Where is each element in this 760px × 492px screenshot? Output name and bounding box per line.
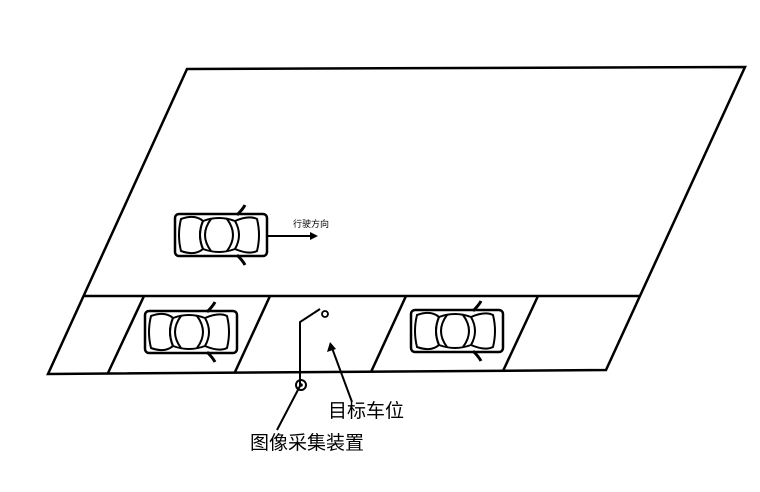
target-spot-label: 目标车位 [328,400,404,422]
spot-divider-3 [369,295,408,373]
camera-device-label: 图像采集装置 [250,432,364,454]
spot-divider-4 [501,295,540,372]
direction-label: 行驶方向 [293,218,329,230]
camera-device-icon [295,308,329,391]
moving-car-icon [173,203,269,267]
parked-car-icon [143,300,239,364]
parked-car-icon [409,299,505,363]
spot-divider-2 [233,295,272,373]
road-outline [46,65,747,376]
camera-pointer-line [276,385,301,431]
direction-arrow-icon [268,232,318,240]
spot-divider-1 [106,295,146,374]
target-pointer-arrow-icon [327,342,353,403]
